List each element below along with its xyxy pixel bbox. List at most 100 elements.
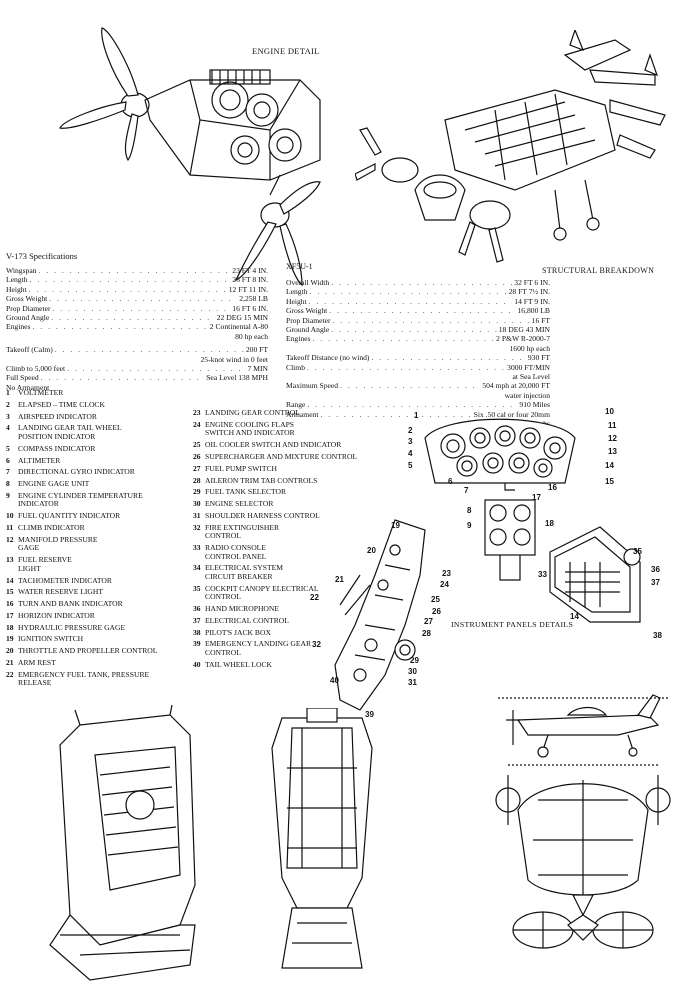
legend-number: 13 (6, 555, 14, 565)
legend-number: 3 (6, 411, 10, 421)
legend-text: MANIFOLD PRESSURE GAGE (18, 534, 98, 553)
front-view (512, 911, 654, 949)
callout-33: 33 (538, 570, 547, 579)
spec-value: 12 FT 11 IN. (228, 284, 268, 294)
spec-label: Engines (286, 334, 311, 344)
spec-row: Range910 Miles (286, 400, 550, 409)
callout-25: 25 (431, 595, 440, 604)
callout-26: 26 (432, 607, 441, 616)
spec-subvalue: 1600 hp each (509, 343, 551, 353)
engine-detail-drawing (59, 27, 321, 287)
callout-3: 3 (408, 437, 413, 446)
main-instrument-panel (424, 418, 576, 491)
legend-text: ARM REST (18, 658, 56, 667)
spec-label: Ground Angle (6, 313, 50, 323)
legend-number: 8 (6, 479, 10, 489)
legend-number: 32 (193, 522, 201, 532)
callout-17: 17 (532, 493, 541, 502)
callout-38: 38 (653, 631, 662, 640)
spec-value: 2,258 LB (239, 294, 268, 304)
legend-text: WATER RESERVE LIGHT (18, 587, 104, 597)
spec-value: 910 Miles (519, 400, 550, 410)
spec-value: 7 MIN (247, 364, 268, 374)
spec-label: Engines (6, 322, 31, 332)
callout-39: 39 (365, 710, 374, 719)
spec-row: Gross Weight16,800 LB (286, 306, 550, 315)
legend-text: ENGINE GAGE UNIT (18, 479, 90, 489)
callout-2: 2 (408, 426, 413, 435)
legend-text: PILOT'S JACK BOX (205, 627, 271, 637)
spec-label: Prop Diameter (286, 315, 331, 325)
legend-text: VOLTMETER (18, 388, 64, 397)
upper-propeller (59, 27, 150, 162)
spec-label: Gross Weight (286, 306, 328, 316)
legend-number: 11 (6, 523, 14, 532)
legend-text: ENGINE SELECTOR (205, 499, 274, 509)
legend-text: AILERON TRIM TAB CONTROLS (205, 475, 318, 485)
spec-row: Maximum Speed504 mph at 20,000 FT (286, 381, 550, 390)
spec-value: 16 FT 6 IN. (232, 303, 268, 313)
callout-28: 28 (422, 629, 431, 638)
legend-text: OIL COOLER SWITCH AND INDICATOR (205, 440, 342, 450)
legend-number: 7 (6, 467, 10, 477)
engine-cylinders (209, 69, 302, 165)
spec-label: Full Speed (6, 373, 39, 383)
spec-note: No Armament (6, 382, 50, 392)
spec-row: Engines2 Continental A-80 (6, 322, 268, 331)
spec-value: 930 FT (527, 353, 550, 363)
legend-number: 1 (6, 388, 10, 397)
legend-number: 38 (193, 627, 201, 637)
instrument-pedestal (484, 499, 536, 581)
spec-label: Wingspan (6, 266, 37, 275)
legend-text: ELECTRICAL SYSTEM CIRCUIT BREAKER (205, 563, 283, 581)
callout-6: 6 (448, 477, 453, 486)
legend-text: TAIL WHEEL LOCK (205, 659, 273, 669)
callout-37: 37 (651, 578, 660, 587)
spec-row: Takeoff (Calm)200 FT (6, 345, 268, 354)
callout-12: 12 (608, 434, 617, 443)
legend-text: ALTIMETER (18, 455, 61, 465)
legend-number: 17 (6, 610, 14, 620)
legend-text: ENGINE CYLINDER TEMPERATURE INDICATOR (18, 490, 143, 509)
spec-row: Wingspan23 FT 4 IN. (6, 266, 268, 275)
legend-text: COCKPIT CANOPY ELECTRICAL CONTROL (205, 583, 319, 602)
legend-item: 1 VOLTMETER (6, 388, 198, 398)
callout-15: 15 (605, 477, 614, 486)
legend-item: 38 PILOT'S JACK BOX (193, 627, 378, 638)
legend-text: RADIO CONSOLE CONTROL PANEL (205, 543, 267, 561)
spec-label: Takeoff Distance (no wind) (286, 353, 370, 363)
legend-text: IGNITION SWITCH (18, 634, 84, 644)
spec-value: Six .50 cal or four 20mm (473, 409, 550, 419)
callout-9: 9 (467, 521, 472, 530)
spec-value: 22 DEG 15 MIN (216, 313, 268, 323)
legend-number: 2 (6, 399, 10, 409)
legend-text: COMPASS INDICATOR (18, 443, 96, 453)
spec-label: Gross Weight (6, 294, 48, 304)
legend-number: 25 (193, 440, 201, 450)
spec-row: Engines2 P&W R-2000-7 (286, 334, 550, 343)
legend-number: 31 (193, 510, 201, 520)
spec-subvalue: 25-knot wind in 0 feet (200, 354, 269, 364)
spec-label: Overall Width (286, 278, 330, 287)
legend-number: 33 (193, 543, 201, 552)
spec-subvalue: at Sea Level (512, 372, 550, 382)
spec-value: 200 FT (245, 345, 268, 355)
spec-label: Climb to 5,000 feet (6, 364, 66, 374)
callout-20: 20 (367, 546, 376, 555)
legend-text: CLIMB INDICATOR (18, 523, 85, 532)
legend-number: 29 (193, 487, 201, 497)
legend-text: EMERGENCY LANDING GEAR CONTROL (205, 639, 312, 658)
lower-propeller (234, 174, 321, 287)
three-view-drawing (495, 694, 671, 949)
